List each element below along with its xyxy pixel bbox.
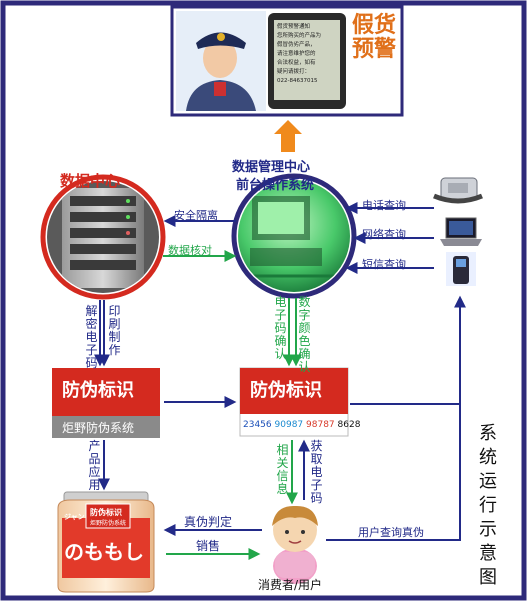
phone-screen-line: 疑问请拨打： bbox=[277, 67, 310, 75]
network-query-label: 网络查询 bbox=[362, 228, 406, 241]
left-security-label bbox=[52, 368, 160, 438]
phone-screen: 假货预警通知您所购买的产品为假冒伪劣产品，请注意维护您的合法权益，如有疑问请拨打… bbox=[268, 13, 346, 109]
mgmt-center-title: 数据管理中心 bbox=[232, 160, 311, 175]
get-code-label: 获取电子码 bbox=[310, 439, 323, 505]
product-jar bbox=[57, 491, 155, 593]
phone-screen-line: 假货预警通知 bbox=[277, 22, 310, 30]
phone-screen-line: 022-84637015 bbox=[277, 78, 318, 84]
consumer-label: 消费者/用户 bbox=[258, 578, 323, 592]
code-confirm-label: 电子码确认 bbox=[274, 295, 287, 361]
side-caption: 系统运行示意图 bbox=[479, 423, 497, 588]
right-security-label bbox=[239, 367, 349, 437]
phone-screen-line: 您所购买的产品为 bbox=[277, 31, 321, 39]
user-query-label: 用户查询真伪 bbox=[358, 526, 424, 539]
security-isolation-label: 安全隔离 bbox=[174, 209, 218, 222]
alert-title: 假货预警 bbox=[352, 13, 397, 62]
arrow-label-to-queries bbox=[350, 295, 466, 405]
data-center-title: 数据中心 bbox=[60, 172, 121, 190]
orange-up-arrow bbox=[274, 120, 302, 152]
sales-label: 销售 bbox=[196, 539, 221, 553]
arrow-user-query bbox=[326, 404, 461, 541]
left-label-footer: 炬野防伪系统 bbox=[62, 421, 135, 435]
digit-color-confirm-label: 数字颜色确认 bbox=[298, 295, 311, 374]
telephone-icon bbox=[433, 177, 483, 204]
right-label-title: 防伪标识 bbox=[250, 380, 322, 401]
print-make-label: 印刷制作 bbox=[108, 304, 121, 357]
mgmt-center-node bbox=[231, 173, 357, 299]
officer-portrait bbox=[176, 11, 266, 111]
product-big-text: のももし bbox=[64, 540, 144, 564]
left-label-title: 防伪标识 bbox=[62, 380, 134, 401]
code-group-2: 90987 bbox=[274, 420, 304, 430]
code-group-3: 98787 bbox=[306, 420, 335, 430]
consumer-figure bbox=[272, 505, 318, 584]
product-sticker-title: 防伪标识 bbox=[90, 508, 122, 517]
related-info-label: 相关信息 bbox=[276, 443, 289, 496]
phone-screen-line: 请注意维护您的 bbox=[277, 49, 316, 57]
laptop-icon bbox=[440, 217, 482, 246]
product-brand-small: ジャン bbox=[64, 513, 85, 521]
mobile-phone-icon bbox=[446, 252, 476, 286]
phone-screen-line: 假冒伪劣产品， bbox=[277, 40, 316, 48]
product-apply-label: 产品应用 bbox=[88, 439, 101, 492]
front-system-title: 前台操作系统 bbox=[236, 178, 315, 193]
authenticity-label: 真伪判定 bbox=[184, 515, 233, 529]
data-check-label: 数据核对 bbox=[168, 244, 212, 257]
sms-query-label: 短信查询 bbox=[362, 258, 406, 271]
code-group-4: 8628 bbox=[337, 420, 361, 430]
phone-query-label: 电话查询 bbox=[362, 199, 406, 212]
data-center-node bbox=[40, 174, 166, 300]
alert-banner: 假货预警通知您所购买的产品为假冒伪劣产品，请注意维护您的合法权益，如有疑问请拨打… bbox=[170, 5, 404, 117]
svg-text:假货预警通知您所购买的产品为假冒伪劣产品，请注意维护您的合法: 假货预警通知您所购买的产品为假冒伪劣产品，请注意维护您的合法权益，如有疑问请拨打… bbox=[277, 22, 321, 84]
right-label-code: 23456 90987 98787 8628 bbox=[243, 420, 360, 430]
product-sticker-sub: 炬野防伪系统 bbox=[90, 520, 127, 527]
decrypt-code-label: 解密电子码 bbox=[85, 304, 98, 370]
code-group-1: 23456 bbox=[243, 420, 272, 430]
phone-screen-line: 合法权益，如有 bbox=[277, 58, 316, 66]
